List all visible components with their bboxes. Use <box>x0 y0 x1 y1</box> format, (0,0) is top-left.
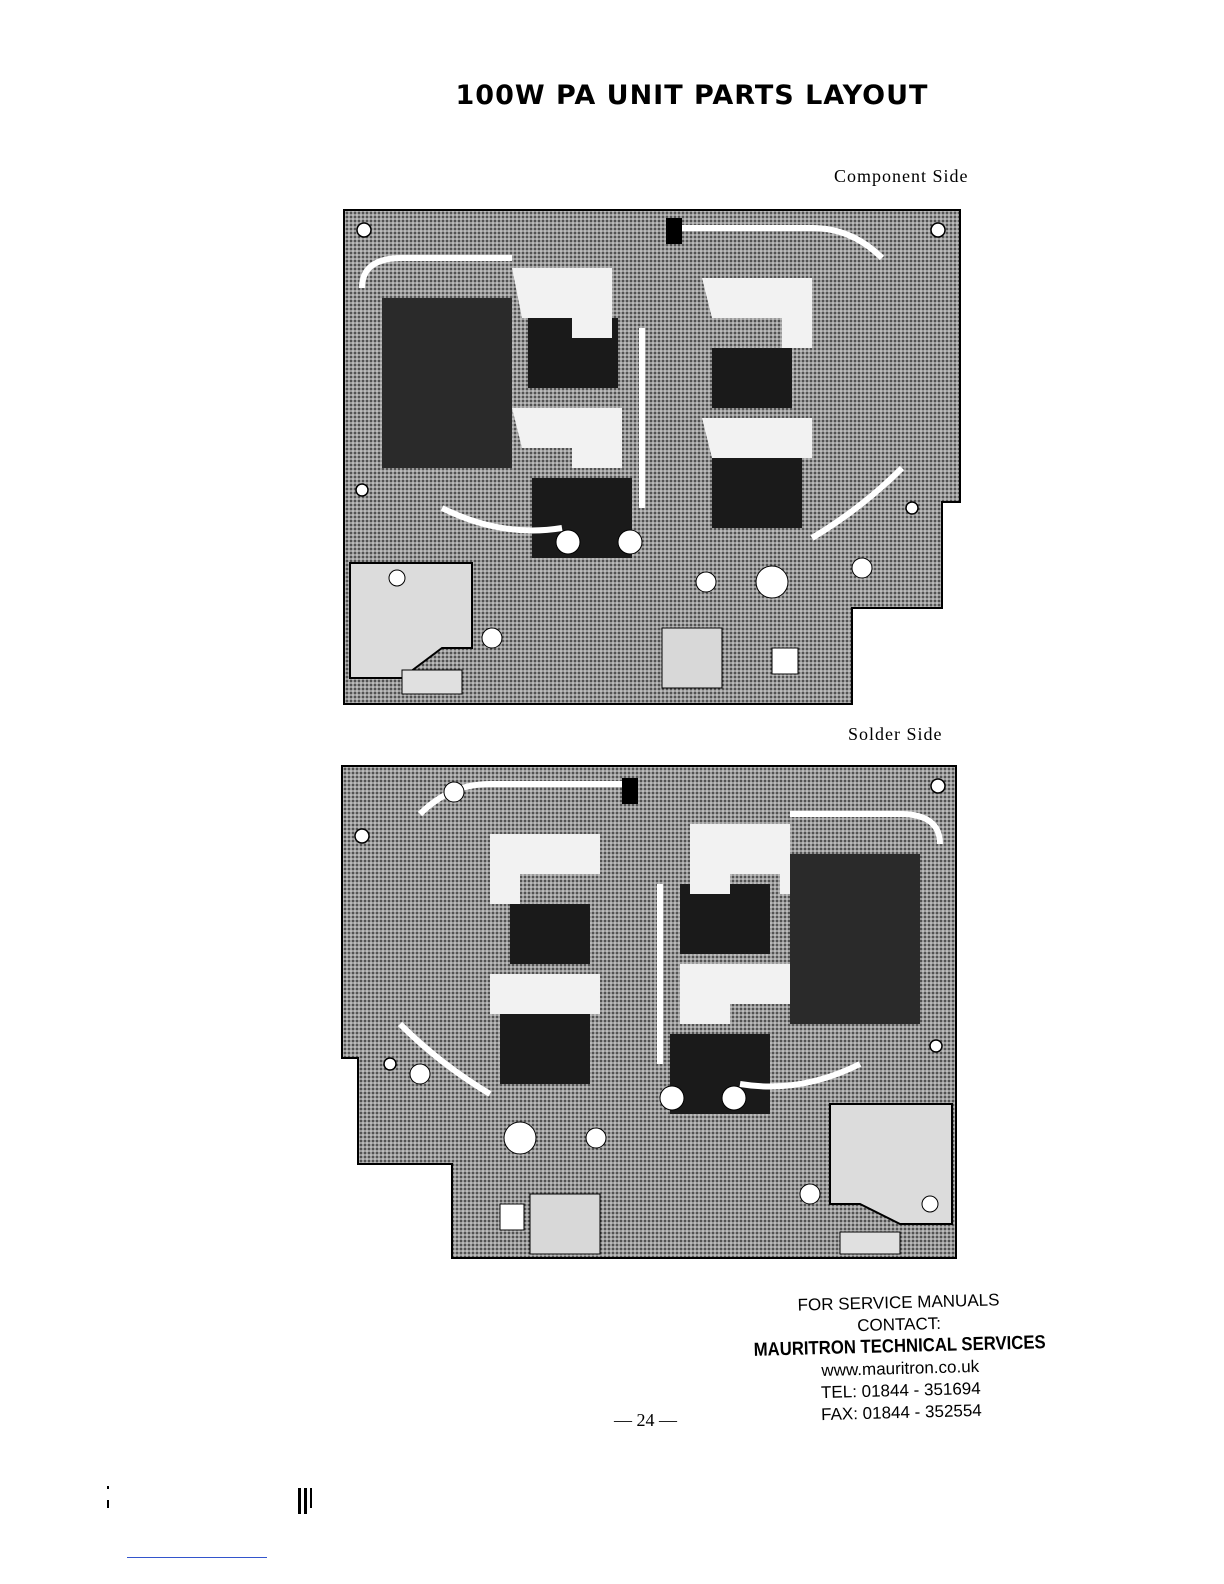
scan-mark <box>298 1488 328 1516</box>
scan-tick-mark <box>107 1500 109 1508</box>
page-title: 100W PA UNIT PARTS LAYOUT <box>0 80 1224 111</box>
page-number: — 24 — <box>614 1410 677 1431</box>
component-side-board-image <box>342 208 962 710</box>
solder-side-board-image <box>340 764 960 1262</box>
component-side-caption: Component Side <box>834 166 969 187</box>
scan-tick-mark <box>107 1486 109 1489</box>
footer-rule <box>127 1557 267 1558</box>
solder-side-caption: Solder Side <box>848 724 943 745</box>
contact-block: FOR SERVICE MANUALS CONTACT: MAURITRON T… <box>698 1287 1101 1429</box>
